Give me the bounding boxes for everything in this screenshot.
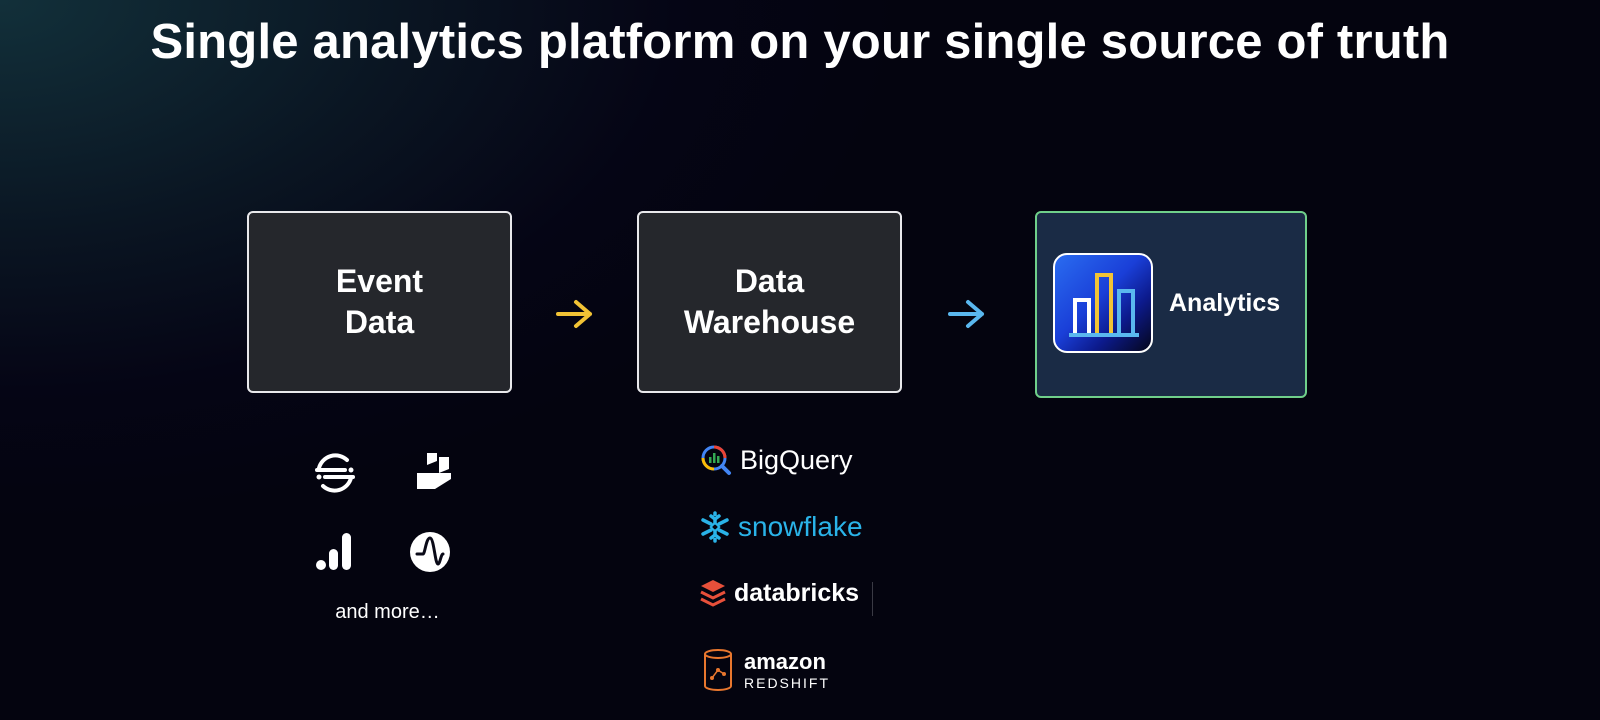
amplitude-icon [410,532,450,572]
arrow-right-icon [948,300,984,328]
data-warehouse-label: Data Warehouse [683,263,856,340]
google-analytics-icon [316,533,351,570]
and-more-text: and more… [335,601,440,623]
databricks-label: databricks [734,578,860,607]
bigquery-icon [701,445,731,475]
bigquery-label: BigQuery [740,444,853,475]
bigquery-logo: BigQuery [700,444,853,476]
snowflake-label: snowflake [738,511,863,542]
analytics-app-icon [1053,253,1153,353]
redshift-label: REDSHIFT [744,674,830,691]
stitch-icon [417,453,451,489]
databricks-logo: databricks [698,578,859,608]
event-data-label: Event Data [335,263,424,340]
analytics-label: Analytics [1169,289,1281,317]
redshift-icon [704,649,732,691]
data-warehouse-box: Data Warehouse [637,211,902,393]
snowflake-logo: snowflake [698,510,863,544]
databricks-icon [700,580,726,607]
arrow-right-icon [556,300,592,328]
snowflake-icon [701,511,729,543]
divider [872,582,873,616]
amazon-label: amazon [744,648,826,674]
segment-icon [315,453,355,493]
slide-title: Single analytics platform on your single… [150,15,1450,69]
event-data-box: Event Data [247,211,512,393]
analytics-box: Analytics [1035,211,1307,398]
amazon-redshift-logo: amazon REDSHIFT [702,648,830,692]
